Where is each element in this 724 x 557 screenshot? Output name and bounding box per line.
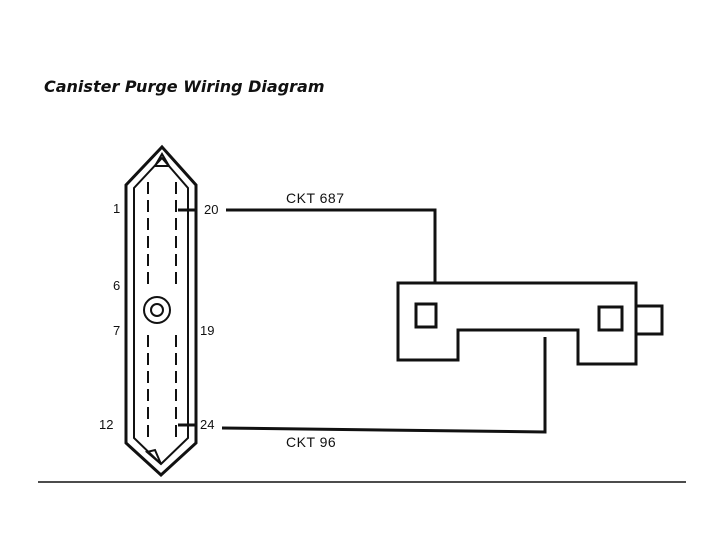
purge-solenoid-connector	[396, 281, 664, 366]
solenoid-terminal-left	[414, 302, 438, 329]
ecm-connector	[124, 144, 198, 478]
pin-label-1: 1	[113, 201, 120, 216]
wire-ckt-96	[221, 337, 547, 434]
diagram-title: Canister Purge Wiring Diagram	[44, 77, 325, 96]
bottom-key-icon	[144, 448, 162, 465]
circuit-label-96: CKT 96	[286, 434, 336, 450]
mounting-hole	[143, 296, 171, 324]
pin-label-7: 7	[113, 323, 120, 338]
pin-label-24: 24	[200, 417, 214, 432]
pin-label-19: 19	[200, 323, 214, 338]
pin-label-6: 6	[113, 278, 120, 293]
pin-label-12: 12	[99, 417, 113, 432]
top-key-icon	[153, 152, 171, 167]
solenoid-terminal-right	[597, 305, 624, 332]
solenoid-tab	[634, 304, 664, 336]
pin-label-20: 20	[204, 202, 218, 217]
wire-ckt-687	[226, 208, 437, 283]
circuit-label-687: CKT 687	[286, 190, 345, 206]
